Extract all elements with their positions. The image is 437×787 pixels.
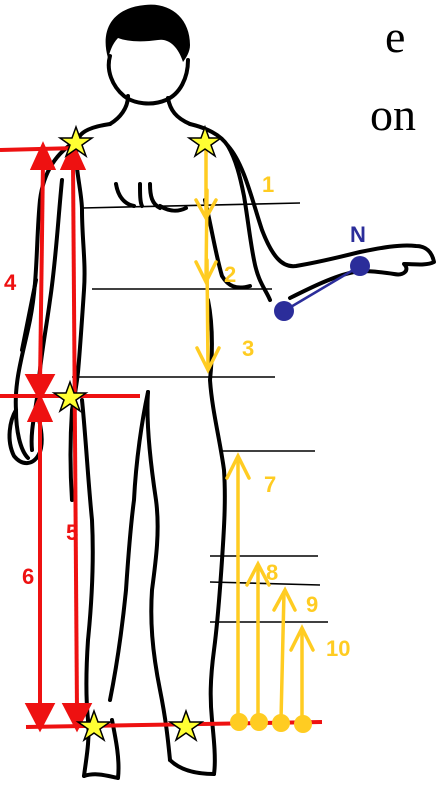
arrow-6-head-bottom	[28, 705, 52, 728]
arrow-6-head-top	[30, 398, 50, 420]
right-foot	[170, 760, 214, 774]
red-shoulder-line	[0, 148, 78, 150]
ref-line-calf	[210, 582, 320, 585]
label-10: 10	[326, 636, 350, 661]
chest-detail	[116, 184, 160, 208]
label-5: 5	[66, 520, 78, 545]
label-2: 2	[224, 262, 236, 287]
yellow-dot-9	[272, 714, 290, 732]
label-1: 1	[262, 172, 274, 197]
partial-word-top: e	[385, 11, 405, 62]
arrow-3-shaft	[207, 260, 208, 368]
label-n: N	[350, 222, 366, 247]
ref-line-chest	[82, 203, 300, 208]
label-8: 8	[266, 560, 278, 585]
red-measurements	[0, 146, 322, 728]
stars	[54, 127, 221, 740]
left-elbow	[22, 280, 36, 350]
left-leg-inner	[110, 392, 148, 700]
hair	[106, 5, 190, 62]
label-6: 6	[22, 564, 34, 589]
label-4: 4	[4, 270, 17, 295]
blue-dot-wrist	[350, 256, 370, 276]
label-7: 7	[264, 472, 276, 497]
blue-dot-elbow	[274, 301, 294, 321]
yellow-dot-7	[230, 713, 248, 731]
arrow-9-shaft	[281, 592, 284, 720]
yellow-measurements	[196, 142, 313, 720]
arrow-5-shaft	[73, 162, 77, 712]
head	[109, 56, 188, 103]
yellow-dot-8	[250, 713, 268, 731]
neck	[110, 96, 128, 124]
yellow-dot-10	[294, 715, 312, 733]
blue-line	[284, 266, 360, 311]
inner-legs	[147, 392, 170, 760]
label-3: 3	[242, 336, 254, 361]
neck-right	[168, 98, 190, 124]
partial-word-second: on	[370, 89, 416, 140]
right-leg-outer	[208, 300, 225, 774]
star-right-foot	[170, 711, 202, 740]
label-9: 9	[306, 592, 318, 617]
